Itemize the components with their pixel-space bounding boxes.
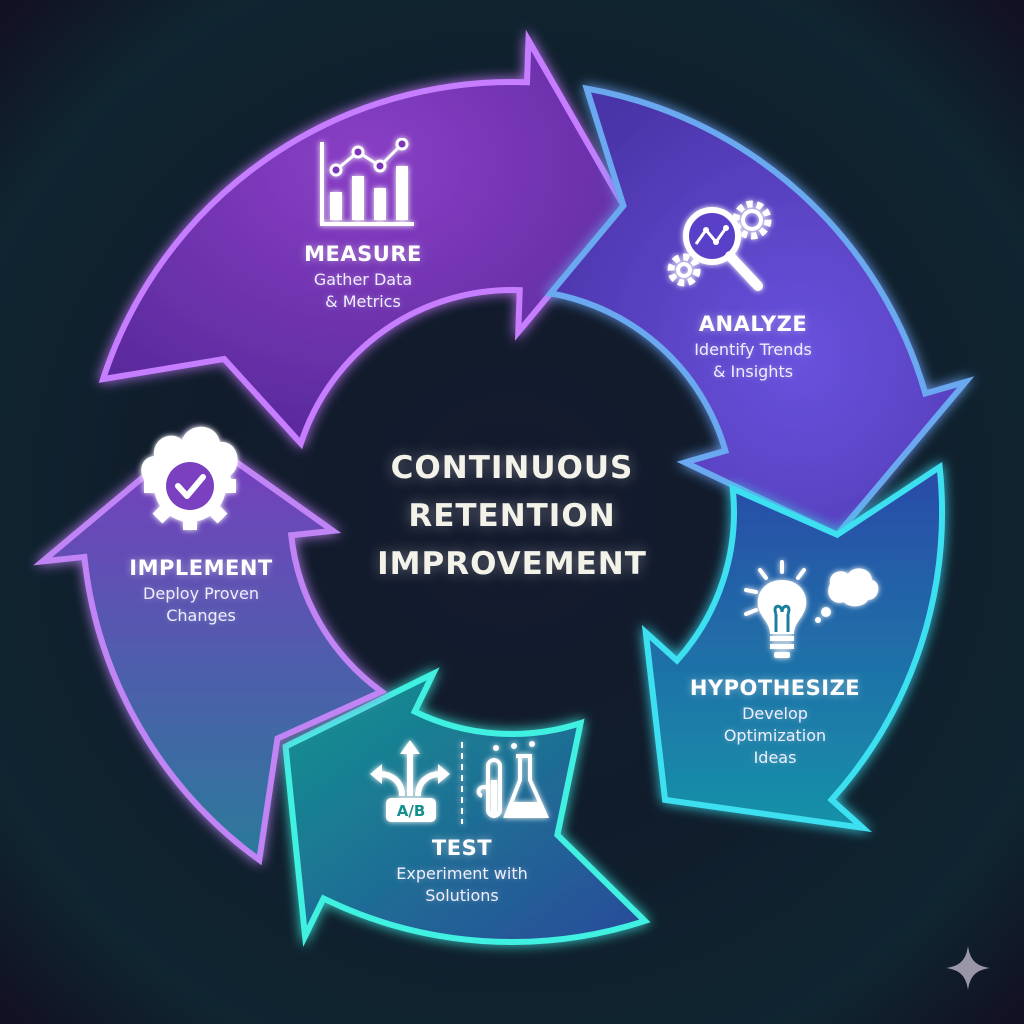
arrow-segment-test <box>282 667 651 947</box>
stage-hypothesize-subtitle-1: Develop <box>742 704 808 723</box>
arrow-segment-analyze <box>544 84 975 539</box>
stage-measure: MEASURE Gather Data & Metrics <box>304 242 422 313</box>
arrow-segment-implement <box>33 429 388 866</box>
center-title-line-3: IMPROVEMENT <box>377 546 647 582</box>
stage-analyze-subtitle-2: & Insights <box>712 362 794 381</box>
stage-test-title: TEST <box>431 836 493 860</box>
lightbulb-thought-icon <box>744 560 879 658</box>
stage-implement-subtitle-1: Deploy Proven <box>143 584 259 603</box>
stage-hypothesize-title: HYPOTHESIZE <box>689 676 861 700</box>
ab-label: A/B <box>397 802 426 820</box>
stage-implement-title: IMPLEMENT <box>129 556 273 580</box>
stage-analyze: ANALYZE Identify Trends & Insights <box>694 312 812 383</box>
center-title: CONTINUOUS RETENTION IMPROVEMENT <box>377 444 647 588</box>
stage-analyze-subtitle-1: Identify Trends <box>694 340 812 359</box>
stage-implement: IMPLEMENT Deploy Proven Changes <box>129 556 272 627</box>
stage-measure-subtitle-1: Gather Data <box>313 270 413 289</box>
ab-test-flask-icon: A/B <box>370 740 550 824</box>
stage-implement-subtitle-2: Changes <box>166 606 236 625</box>
stage-test-subtitle-2: Solutions <box>425 886 499 905</box>
center-title-line-2: RETENTION <box>408 498 616 534</box>
center-title-line-1: CONTINUOUS <box>390 450 634 486</box>
stage-hypothesize: HYPOTHESIZE Develop Optimization Ideas <box>690 676 860 769</box>
cloud-gear-check-icon <box>141 426 238 530</box>
stage-hypothesize-subtitle-3: Ideas <box>753 748 797 767</box>
arrow-segment-measure <box>98 29 628 450</box>
magnifier-gears-icon <box>667 200 772 291</box>
stage-analyze-title: ANALYZE <box>698 312 808 336</box>
stage-test-subtitle-1: Experiment with <box>396 864 528 883</box>
stage-hypothesize-subtitle-2: Optimization <box>723 726 827 745</box>
stage-measure-title: MEASURE <box>304 242 422 266</box>
stage-test: TEST Experiment with Solutions <box>396 836 527 907</box>
stage-measure-subtitle-2: & Metrics <box>325 292 401 311</box>
sparkle-icon <box>946 946 990 990</box>
bar-line-chart-icon <box>320 138 414 226</box>
